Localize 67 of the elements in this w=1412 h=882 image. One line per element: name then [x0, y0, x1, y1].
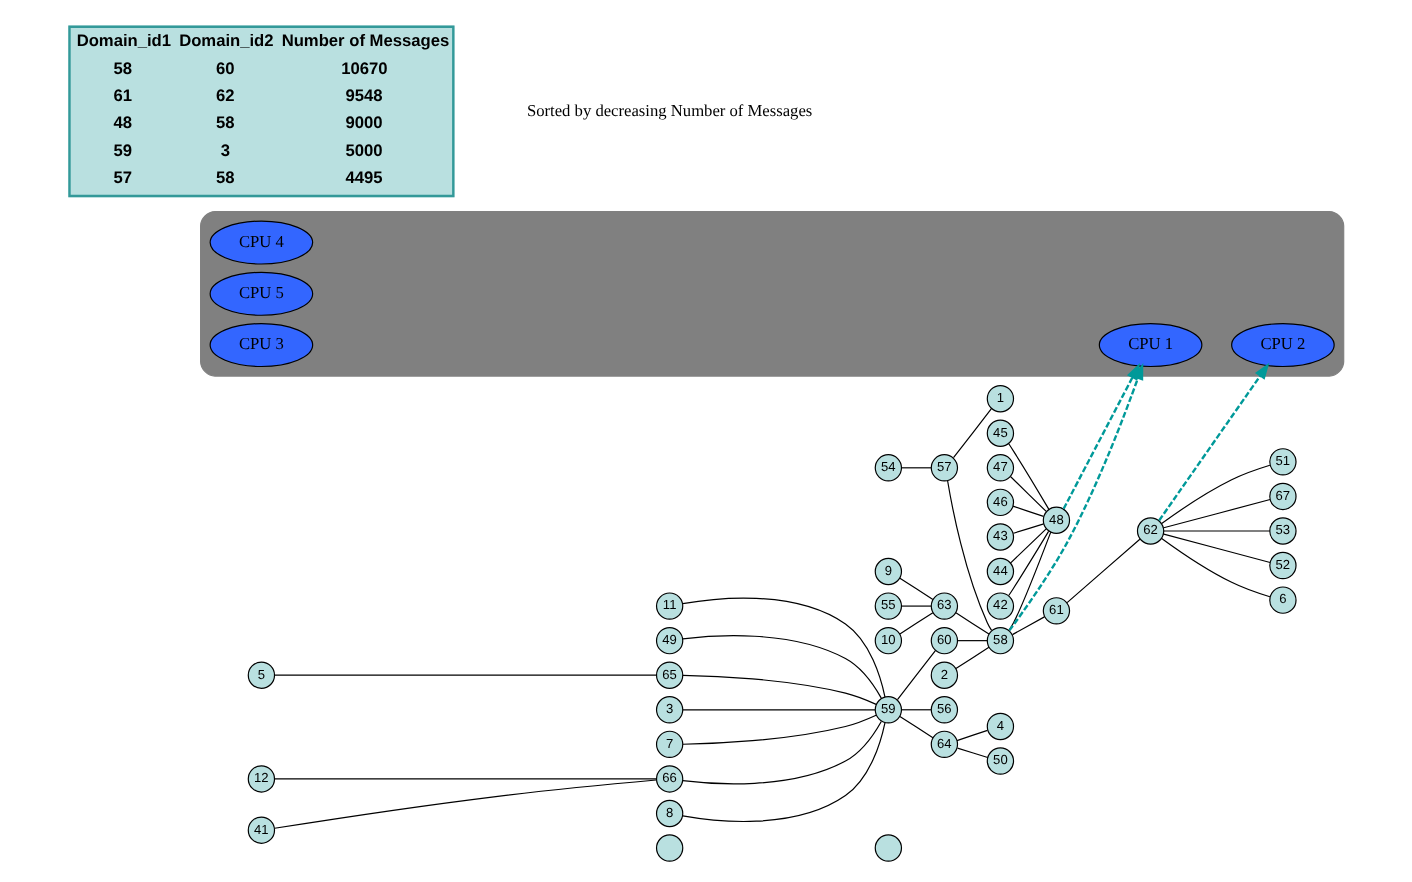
label: 10670 — [341, 57, 388, 78]
node-circle — [655, 834, 684, 862]
arrow — [1062, 363, 1140, 510]
connector — [956, 747, 989, 759]
connector — [1008, 531, 1052, 631]
label: Domain_id2 — [179, 30, 274, 51]
label: 3 — [220, 139, 231, 160]
node-circle — [874, 834, 903, 862]
connector — [901, 467, 932, 469]
label: 4495 — [345, 167, 383, 188]
connector — [1012, 523, 1045, 534]
node-ellipse: CPU 2 — [1231, 323, 1335, 368]
label: 5000 — [345, 139, 383, 160]
node-ellipse: CPU 4 — [209, 220, 314, 265]
connector — [1009, 475, 1047, 512]
connector — [1161, 537, 1271, 598]
label: 57 — [113, 167, 133, 188]
connector — [682, 597, 886, 698]
label: Domain_id1 — [76, 30, 172, 51]
cluster — [200, 210, 1345, 377]
connector — [901, 709, 932, 711]
label: 60 — [216, 57, 235, 78]
connector — [682, 720, 882, 785]
connector — [274, 779, 657, 829]
connector — [947, 480, 993, 631]
connector — [952, 407, 993, 459]
connector — [1011, 616, 1045, 636]
connector — [901, 605, 932, 607]
connector — [274, 778, 657, 780]
connector — [682, 709, 876, 711]
connector — [955, 646, 990, 670]
connector — [274, 674, 657, 676]
connector — [1066, 538, 1141, 604]
label: 58 — [113, 57, 133, 78]
node-ellipse: CPU 3 — [209, 323, 314, 368]
connector — [1161, 464, 1271, 525]
connector — [899, 715, 934, 739]
label: 59 — [113, 139, 133, 160]
label: 9548 — [345, 84, 383, 105]
connector — [682, 714, 877, 745]
connector — [1163, 530, 1271, 532]
label: 9000 — [345, 112, 383, 133]
label: 62 — [216, 84, 235, 105]
label: Number of Messages — [281, 30, 450, 51]
label: 61 — [113, 84, 133, 105]
connector — [896, 649, 937, 701]
connector — [1009, 528, 1047, 564]
label: 48 — [113, 112, 133, 133]
arrow — [1158, 362, 1270, 522]
node-ellipse: CPU 1 — [1098, 323, 1203, 368]
connector — [1008, 443, 1050, 510]
label: 58 — [216, 167, 235, 188]
connector — [955, 612, 990, 635]
connector — [956, 729, 989, 742]
node-ellipse: CPU 5 — [209, 271, 314, 316]
label: 58 — [216, 112, 235, 133]
connector — [899, 577, 934, 601]
connector — [682, 721, 886, 823]
connector — [1163, 498, 1271, 529]
connector — [682, 635, 882, 699]
connector — [1163, 533, 1271, 564]
connector — [1012, 505, 1045, 517]
label: Sorted by decreasing Number of Messages — [526, 101, 813, 120]
connector — [1008, 530, 1050, 597]
connector — [899, 612, 934, 635]
connector — [957, 640, 988, 642]
connector — [682, 674, 877, 705]
